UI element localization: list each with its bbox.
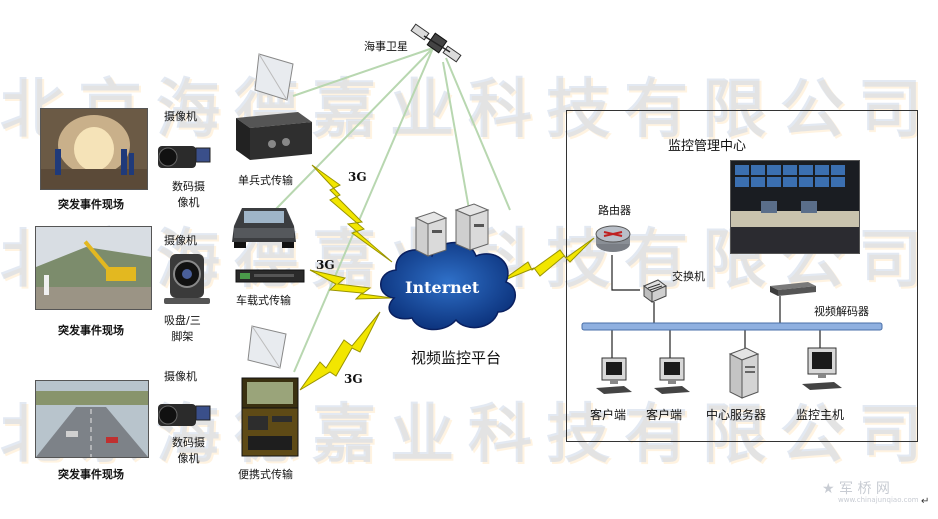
camera-caption-1: 数码摄 像机	[172, 178, 205, 210]
control-room-photo	[730, 160, 860, 254]
camera-label-3: 摄像机	[164, 370, 197, 383]
monitoring-host-icon	[802, 347, 842, 390]
camera-caption-2-line1: 吸盘/三	[164, 314, 201, 327]
transmitter-label-vehicle: 车载式传输	[236, 294, 291, 307]
client-pc-icon-2	[654, 357, 690, 394]
client-pc-icon-1	[596, 357, 632, 394]
link-label-3g-bottom: 3G	[344, 372, 363, 386]
satellite-dish-icon-top	[254, 53, 294, 101]
link-label-3g-top: 3G	[348, 170, 367, 184]
scene-label-2: 突发事件现场	[58, 324, 124, 337]
camera-caption-3: 数码摄 像机	[172, 434, 205, 466]
endpoint-label-client-1: 客户端	[590, 408, 627, 422]
platform-servers-icon	[414, 203, 490, 257]
vehicle-icon	[232, 208, 296, 248]
video-decoder-icon	[770, 282, 816, 296]
footer-logo: ★ 军 桥 网	[822, 481, 890, 497]
bolt-3g-bottom	[299, 311, 381, 391]
endpoint-label-client-2: 客户端	[646, 408, 683, 422]
center-server-icon	[728, 347, 760, 399]
camcorder-icon-1	[158, 146, 211, 168]
camcorder-icon-3	[158, 404, 211, 426]
portable-transmitter-icon	[241, 377, 299, 457]
paragraph-mark: ↵	[921, 496, 930, 507]
satellite-label: 海事卫星	[364, 40, 408, 53]
footer-url: www.chinajunqiao.com	[838, 496, 919, 504]
transmitter-label-manpack: 单兵式传输	[238, 174, 293, 187]
lan-links	[611, 255, 821, 360]
internet-label: Internet	[405, 278, 480, 297]
scene-photo-landslide	[35, 226, 152, 310]
camera-caption-3-line2: 像机	[177, 452, 200, 465]
platform-label: 视频监控平台	[411, 349, 502, 367]
router-label: 路由器	[598, 204, 631, 217]
link-label-3g-middle: 3G	[316, 258, 335, 272]
camera-caption-1-line2: 像机	[177, 196, 200, 209]
vehicle-transmitter-icon	[235, 269, 305, 283]
camera-caption-2: 吸盘/三 脚架	[164, 312, 201, 344]
camera-caption-3-line1: 数码摄	[172, 436, 205, 449]
internet-cloud-icon	[380, 241, 516, 331]
camera-caption-2-line2: 脚架	[171, 330, 194, 343]
satellite-links	[274, 47, 511, 373]
bolt-cloud-router	[499, 237, 595, 283]
endpoint-label-monitor-host: 监控主机	[796, 408, 845, 422]
scene-photo-highway	[35, 380, 149, 458]
camera-label-1: 摄像机	[164, 110, 197, 123]
scene-label-3: 突发事件现场	[58, 468, 124, 481]
satellite-icon	[410, 23, 462, 63]
lan-bus	[581, 322, 883, 331]
transmitter-label-portable: 便携式传输	[238, 468, 293, 481]
switch-icon	[643, 279, 667, 303]
endpoint-label-server: 中心服务器	[706, 408, 767, 422]
scene-photo-tunnel	[40, 108, 148, 190]
router-icon	[595, 225, 631, 252]
bolt-3g-top	[311, 164, 393, 263]
camera-caption-1-line1: 数码摄	[172, 180, 205, 193]
switch-label: 交换机	[672, 270, 705, 283]
monitoring-center-panel	[566, 110, 918, 442]
scene-label-1: 突发事件现场	[58, 198, 124, 211]
camera-label-2: 摄像机	[164, 234, 197, 247]
video-decoder-label: 视频解码器	[814, 305, 869, 318]
monitoring-center-title: 监控管理中心	[668, 139, 747, 154]
manpack-transmitter-icon	[236, 112, 312, 160]
ptz-camera-icon	[164, 254, 210, 304]
satellite-dish-icon-bottom	[247, 325, 287, 369]
